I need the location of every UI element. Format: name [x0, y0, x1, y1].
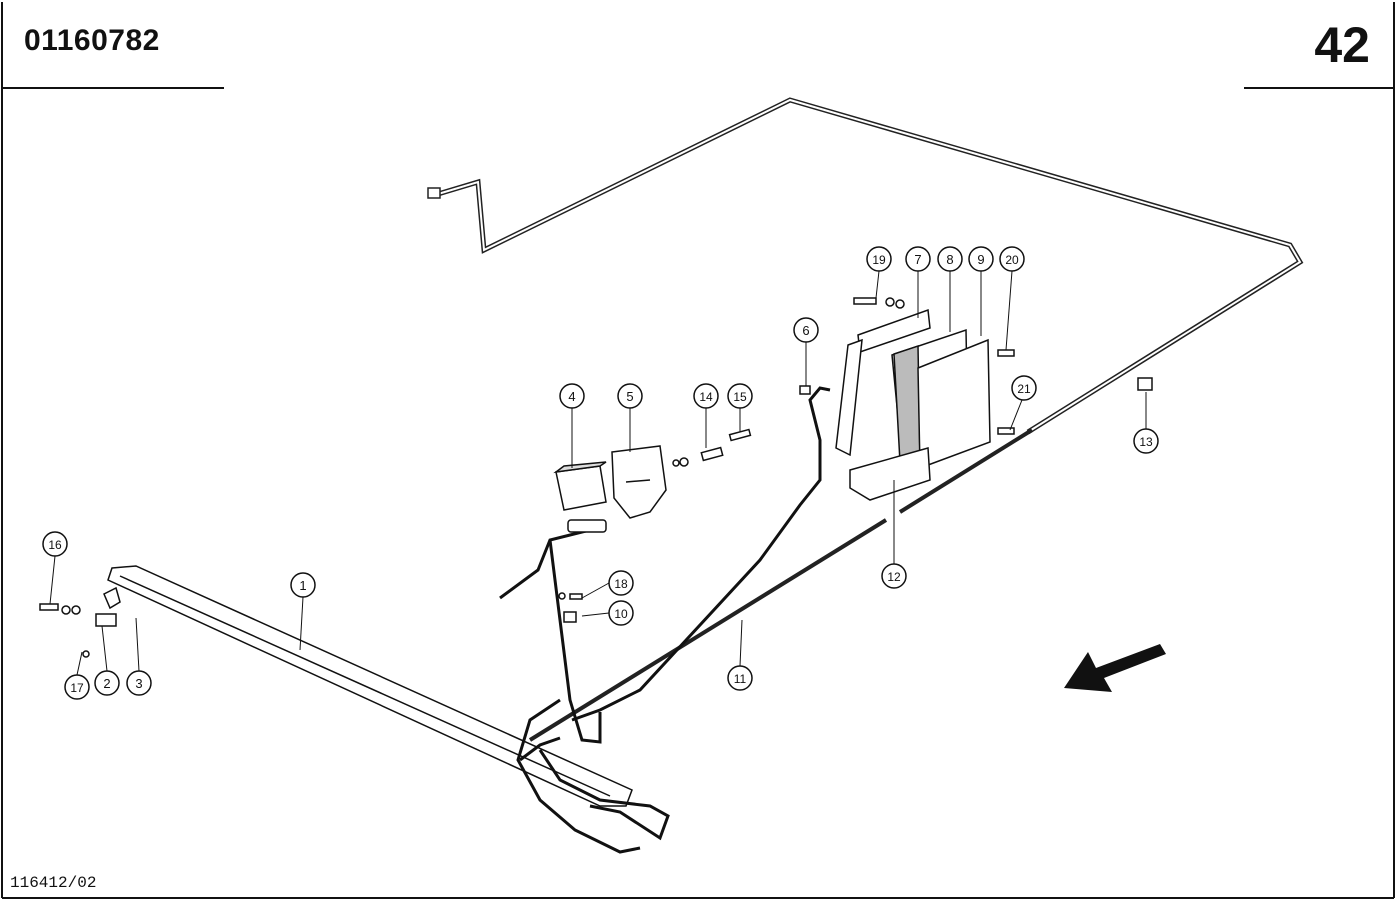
callout-10: 10: [608, 600, 634, 626]
svg-text:1: 1: [299, 578, 306, 593]
part-5-bracket: [611, 445, 667, 519]
callout-circles: 1 2 3 4 5 6 7 8 9 10 11 12 13 14 15 16 1…: [42, 246, 1159, 700]
svg-text:20: 20: [1005, 253, 1019, 267]
left-fittings: [39, 586, 121, 658]
callout-8: 8: [937, 246, 963, 272]
svg-text:6: 6: [802, 323, 809, 338]
callout-18: 18: [608, 570, 634, 596]
leader-lines: [49, 270, 1147, 676]
callout-5: 5: [617, 383, 643, 409]
callout-12: 12: [881, 563, 907, 589]
svg-text:8: 8: [946, 252, 953, 267]
part-4-box: [553, 461, 607, 533]
drawing-reference: 116412/02: [10, 874, 97, 892]
callout-11: 11: [727, 665, 753, 691]
svg-text:21: 21: [1017, 382, 1031, 396]
callout-20: 20: [999, 246, 1025, 272]
callout-19: 19: [866, 246, 892, 272]
part-14-15-fittings: [672, 428, 752, 467]
svg-text:7: 7: [914, 252, 921, 267]
callout-3: 3: [126, 670, 152, 696]
wire-harness: [499, 386, 831, 854]
callout-7: 7: [905, 246, 931, 272]
arrow-down-left-icon: [1064, 644, 1166, 692]
callout-2: 2: [94, 670, 120, 696]
callout-1: 1: [290, 572, 316, 598]
callout-4: 4: [559, 383, 585, 409]
callout-14: 14: [693, 383, 719, 409]
page-number: 42: [1314, 17, 1370, 73]
svg-text:18: 18: [614, 577, 628, 591]
top-pipe: [427, 97, 1304, 435]
callout-17: 17: [64, 674, 90, 700]
bracket-assembly: [835, 308, 991, 501]
svg-text:5: 5: [626, 389, 633, 404]
svg-text:15: 15: [733, 390, 747, 404]
callout-15: 15: [727, 383, 753, 409]
part-11-pipe: [528, 428, 1034, 742]
svg-text:9: 9: [977, 252, 984, 267]
part-1-rail: [107, 565, 633, 807]
callout-21: 21: [1011, 375, 1037, 401]
svg-text:3: 3: [135, 676, 142, 691]
svg-text:10: 10: [614, 607, 628, 621]
svg-text:4: 4: [568, 389, 575, 404]
svg-text:2: 2: [103, 676, 110, 691]
document-number: 01160782: [24, 24, 160, 57]
svg-text:12: 12: [887, 570, 901, 584]
svg-text:19: 19: [872, 253, 886, 267]
svg-text:11: 11: [734, 672, 747, 686]
callout-13: 13: [1133, 428, 1159, 454]
callout-6: 6: [793, 317, 819, 343]
svg-text:14: 14: [699, 390, 713, 404]
callout-16: 16: [42, 531, 68, 557]
small-fittings: [558, 297, 1153, 623]
svg-text:13: 13: [1139, 435, 1153, 449]
callout-9: 9: [968, 246, 994, 272]
svg-text:17: 17: [70, 681, 84, 695]
svg-text:16: 16: [48, 538, 62, 552]
